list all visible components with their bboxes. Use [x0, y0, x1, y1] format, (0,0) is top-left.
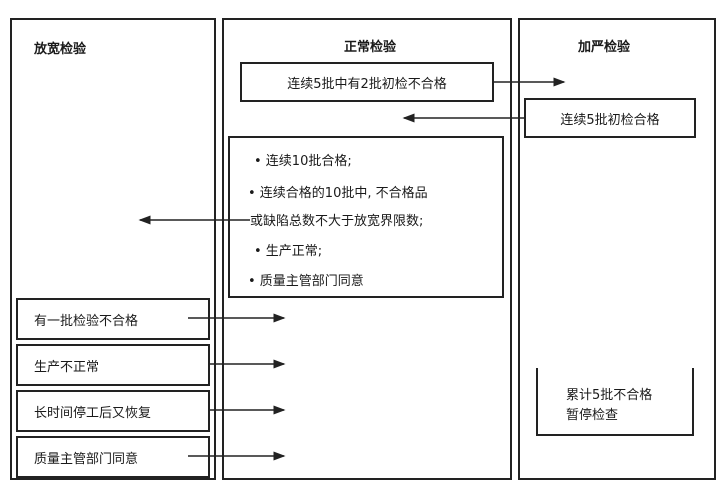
relaxed-to-normal-condition-box: 生产不正常: [16, 344, 210, 386]
tightened-to-normal-box: 连续5批初检合格: [524, 98, 696, 138]
tightened-inspection-panel: [518, 18, 716, 480]
rule-item: • 连续合格的10批中, 不合格品: [248, 186, 428, 201]
rule-item: 或缺陷总数不大于放宽界限数;: [250, 214, 424, 229]
relaxed-to-normal-condition-box: 长时间停工后又恢复: [16, 390, 210, 432]
condition-text: 质量主管部门同意: [34, 451, 139, 467]
relaxed-inspection-title: 放宽检验: [34, 42, 87, 57]
suspend-inspection-bracket: [536, 368, 694, 436]
suspend-inspection-line1: 累计5批不合格: [566, 388, 653, 403]
normal-to-tightened-box: 连续5批中有2批初检不合格: [240, 62, 494, 102]
rule-item: • 连续10批合格;: [254, 154, 352, 169]
relaxed-to-normal-condition-box: 质量主管部门同意: [16, 436, 210, 478]
relaxed-to-normal-condition-box: 有一批检验不合格: [16, 298, 210, 340]
tightened-to-normal-text: 连续5批初检合格: [560, 112, 660, 128]
tightened-inspection-title: 加严检验: [578, 40, 631, 55]
normal-inspection-title: 正常检验: [344, 40, 397, 55]
suspend-inspection-line2: 暂停检查: [566, 408, 619, 423]
normal-to-tightened-text: 连续5批中有2批初检不合格: [287, 76, 447, 92]
condition-text: 生产不正常: [34, 359, 100, 375]
condition-text: 有一批检验不合格: [34, 313, 139, 329]
rule-item: • 生产正常;: [254, 244, 323, 259]
condition-text: 长时间停工后又恢复: [34, 405, 152, 421]
normal-to-relaxed-rules-box: [228, 136, 504, 298]
rule-item: • 质量主管部门同意: [248, 274, 364, 289]
